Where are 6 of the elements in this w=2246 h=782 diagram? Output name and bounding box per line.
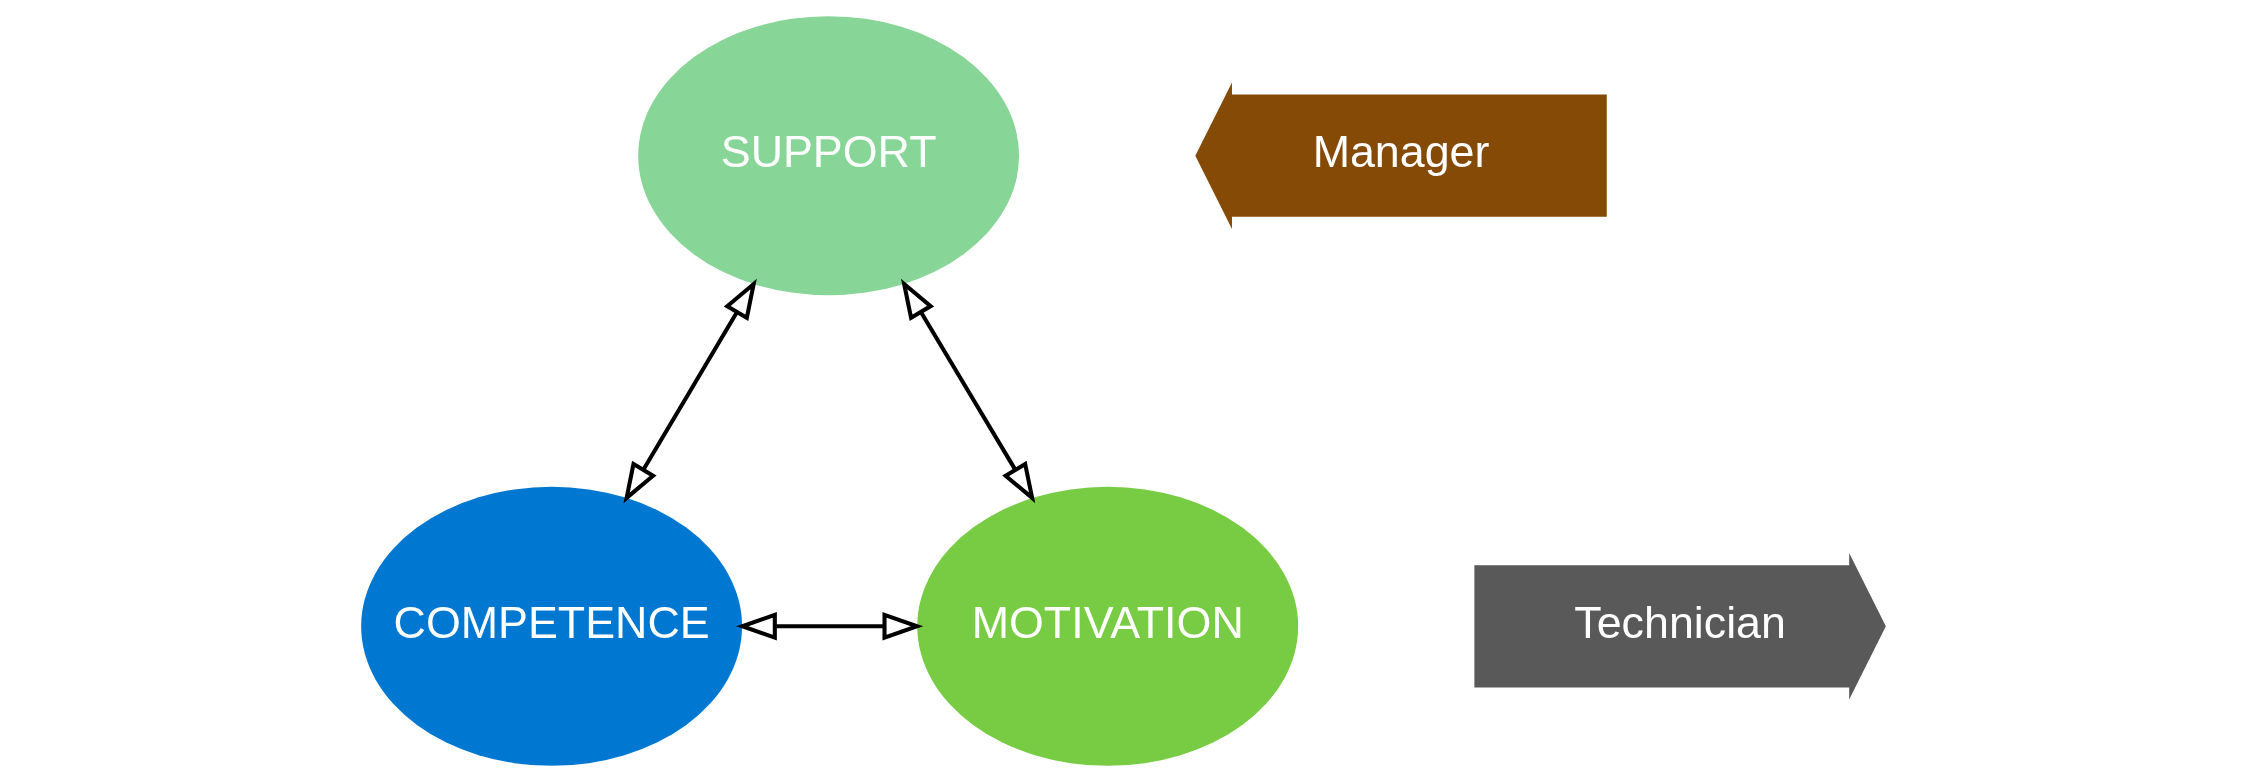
node-ellipse: COMPETENCE bbox=[360, 486, 742, 766]
arrow bbox=[735, 612, 923, 641]
arrow bbox=[623, 278, 757, 504]
node-ellipse: SUPPORT bbox=[637, 16, 1019, 296]
arrow bbox=[900, 278, 1035, 504]
node-ellipse: MOTIVATION bbox=[916, 486, 1298, 766]
